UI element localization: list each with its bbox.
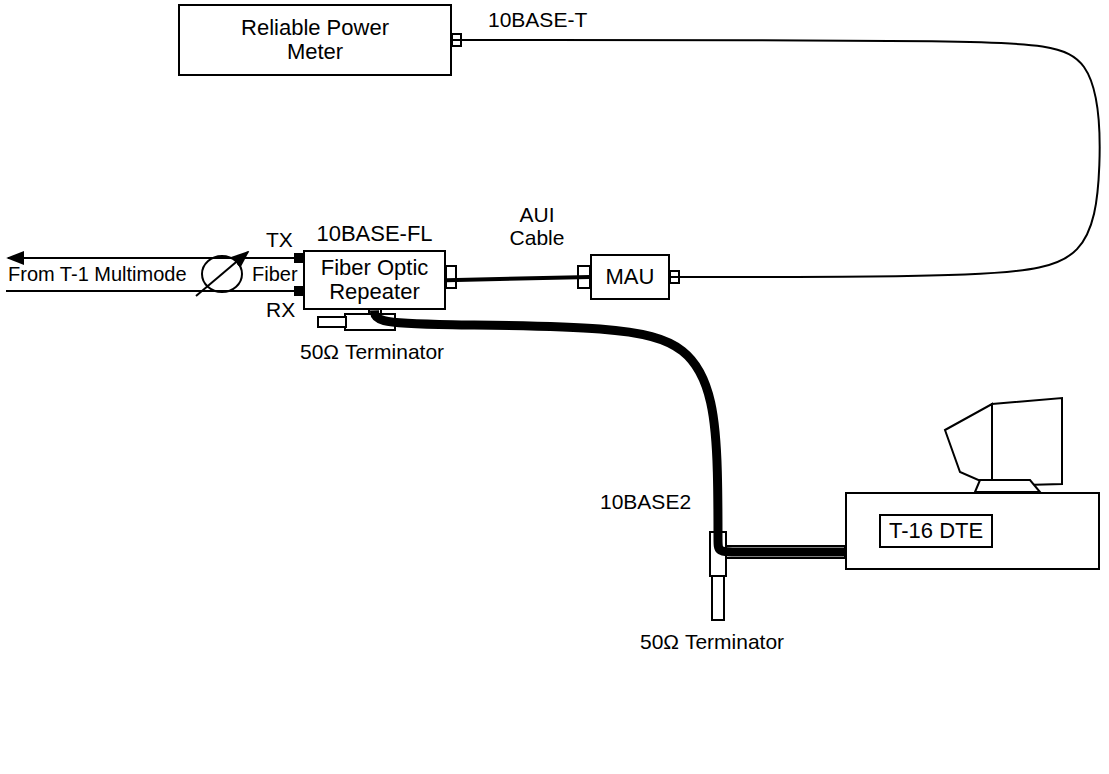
- node-label: MAU: [606, 265, 655, 289]
- node-label: T-16 DTE: [879, 514, 993, 548]
- fiber-rx-line: [6, 290, 296, 292]
- monitor-stand: [975, 480, 1040, 492]
- terminator-label: 50Ω Terminator: [640, 630, 784, 653]
- instrument-box: Reliable Power Meter: [178, 4, 452, 76]
- terminator-symbol: [712, 576, 724, 620]
- monitor-screen: [992, 398, 1062, 486]
- mau-box: MAU: [590, 254, 670, 300]
- cable-label: AUI Cable: [497, 203, 577, 249]
- cable-label: 10BASE-T: [488, 8, 587, 31]
- fiber-tx-line: [8, 257, 296, 259]
- port-label: RX: [266, 298, 295, 321]
- computer-case: T-16 DTE: [845, 492, 1100, 570]
- repeater-box: 10BASE-FLFiber Optic Repeater: [303, 250, 446, 310]
- terminator-symbol: [318, 317, 346, 327]
- coax-cable: [375, 310, 846, 552]
- monitor-housing: [945, 404, 992, 486]
- cable-label: 10BASE2: [600, 490, 691, 513]
- aui-cable: [446, 277, 590, 280]
- port-label: TX: [266, 228, 293, 251]
- twisted-pair-cable: [452, 40, 1100, 277]
- attenuator-arrow: [196, 252, 248, 296]
- cable-label: Fiber: [252, 263, 298, 285]
- aui-connector: [446, 266, 456, 288]
- source-label: From T-1 Multimode: [8, 263, 187, 285]
- node-label: Reliable Power Meter: [230, 16, 400, 64]
- terminator-label: 50Ω Terminator: [300, 340, 444, 363]
- node-heading: 10BASE-FL: [305, 222, 444, 246]
- node-label: Fiber Optic Repeater: [311, 256, 438, 304]
